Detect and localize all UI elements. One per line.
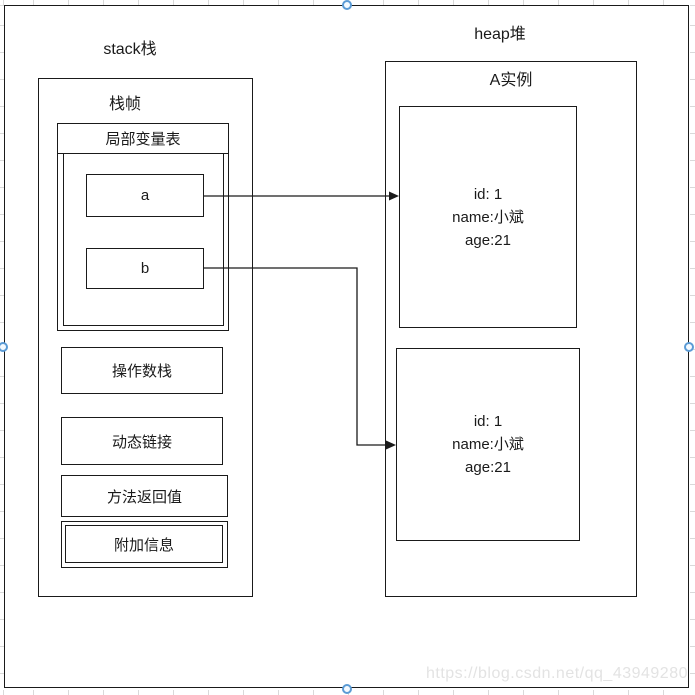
watermark: https://blog.csdn.net/qq_43949280 [425, 665, 688, 682]
instance-1-box: id: 1 name:小斌 age:21 [399, 106, 577, 328]
instance-field: id: 1 [473, 185, 503, 203]
instance-field: id: 1 [473, 413, 503, 430]
selection-handle-right[interactable] [684, 342, 694, 352]
operand-stack-box: 操作数栈 [61, 347, 223, 394]
method-return-box: 方法返回值 [61, 475, 228, 517]
selection-handle-bottom[interactable] [342, 684, 352, 694]
stack-label: stack栈 [103, 41, 157, 58]
local-var-table-title: 局部变量表 [58, 124, 228, 154]
instance-field: age:21 [465, 459, 511, 476]
dynamic-link-box: 动态链接 [61, 417, 223, 465]
instance-2-box: id: 1 name:小斌 age:21 [396, 348, 580, 541]
heap-label: heap堆 [474, 26, 526, 43]
var-b-box: b [86, 248, 204, 289]
heap-instance-container-title: A实例 [489, 72, 533, 89]
stack-frame-title: 栈帧 [108, 96, 141, 113]
selection-handle-top[interactable] [342, 0, 352, 10]
extra-info-box: 附加信息 [65, 525, 223, 563]
instance-field: age:21 [465, 231, 511, 249]
var-a-box: a [86, 174, 204, 217]
instance-field: name:小斌 [452, 436, 524, 453]
instance-field: name:小斌 [452, 208, 524, 226]
selection-handle-left[interactable] [0, 342, 8, 352]
